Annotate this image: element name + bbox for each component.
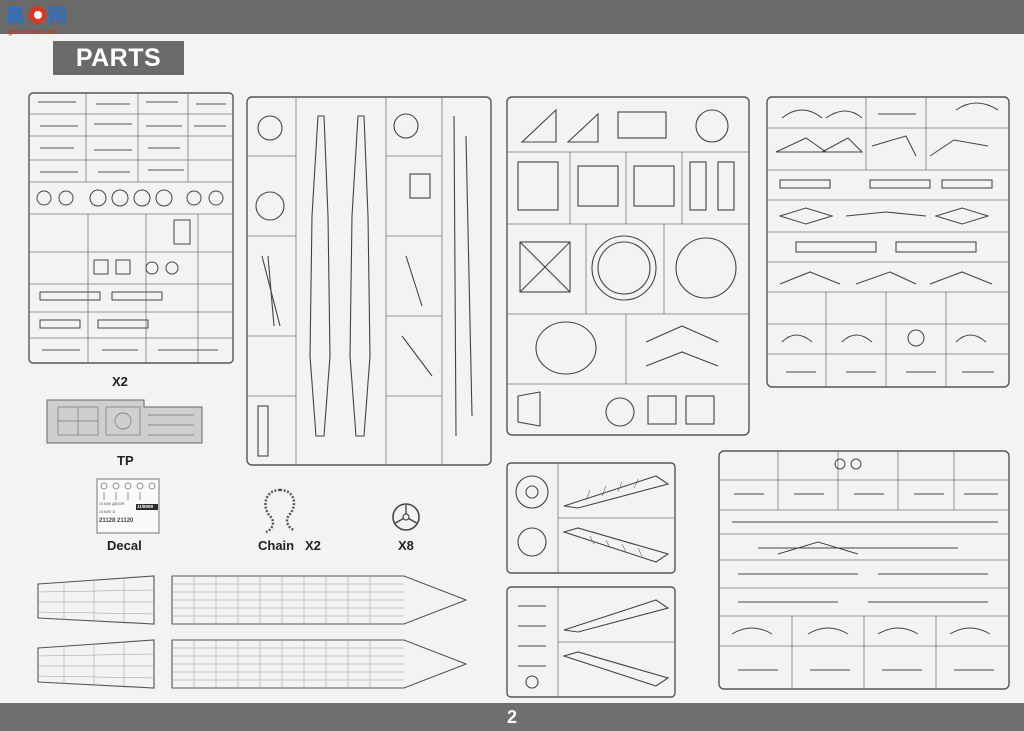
photo-etch-drawing xyxy=(46,399,203,444)
sprue-f-drawing xyxy=(718,450,1010,690)
wheel-icon xyxy=(392,503,420,531)
sprue-b xyxy=(246,96,492,466)
sprue-a-qty-label: X2 xyxy=(112,374,128,389)
sprue-d-drawing xyxy=(766,96,1010,388)
wheel-part xyxy=(391,502,421,532)
hull-half-lower xyxy=(34,634,470,694)
decal-text-line2: 15 МЛК 11 xyxy=(99,510,116,514)
sprue-e1 xyxy=(506,462,676,574)
sprue-b-drawing xyxy=(246,96,492,466)
svg-text:网: 网 xyxy=(48,5,67,27)
sprue-d xyxy=(766,96,1010,388)
sprue-c-drawing xyxy=(506,96,750,436)
decal-numbers: 21128 21120 xyxy=(99,518,134,524)
decal-label: Decal xyxy=(107,538,142,553)
sprue-e2 xyxy=(506,586,676,698)
page-title: PARTS xyxy=(53,41,184,75)
chain-label: Chain xyxy=(258,538,295,553)
sprue-e1-drawing xyxy=(506,462,676,574)
hull-half-lower-drawing xyxy=(37,639,468,689)
svg-text:高: 高 xyxy=(6,4,25,27)
sprue-a-drawing xyxy=(28,92,234,364)
sprue-e2-drawing xyxy=(506,586,676,698)
wheel-qty-label: X8 xyxy=(398,538,414,553)
decal-serial: 11/8059 xyxy=(137,504,154,509)
sprue-a xyxy=(28,92,234,364)
decal-sheet-drawing xyxy=(96,478,160,534)
watermark: 高 网 gao-shou.com xyxy=(6,2,70,38)
chain-qty-label: X2 xyxy=(305,538,321,553)
decal-text-line1: 15 МЛК ДІВІЗІЯ xyxy=(99,502,125,506)
header-bar xyxy=(0,0,1024,34)
photo-etch-label: TP xyxy=(117,453,134,468)
chain-part xyxy=(258,486,302,534)
watermark-logo: 高 网 xyxy=(6,4,67,27)
watermark-url: gao-shou.com xyxy=(8,29,59,36)
chain-icon xyxy=(264,488,296,534)
photo-etch-fret xyxy=(44,397,206,447)
footer-bar xyxy=(0,703,1024,731)
page-number: 2 xyxy=(506,707,517,727)
hull-half-upper xyxy=(34,570,470,630)
hull-half-upper-drawing xyxy=(37,575,468,625)
sprue-c xyxy=(506,96,750,436)
decal-sheet: 15 МЛК ДІВІЗІЯ 11/8059 15 МЛК 11 21128 2… xyxy=(96,478,160,534)
sprue-f xyxy=(718,450,1010,690)
